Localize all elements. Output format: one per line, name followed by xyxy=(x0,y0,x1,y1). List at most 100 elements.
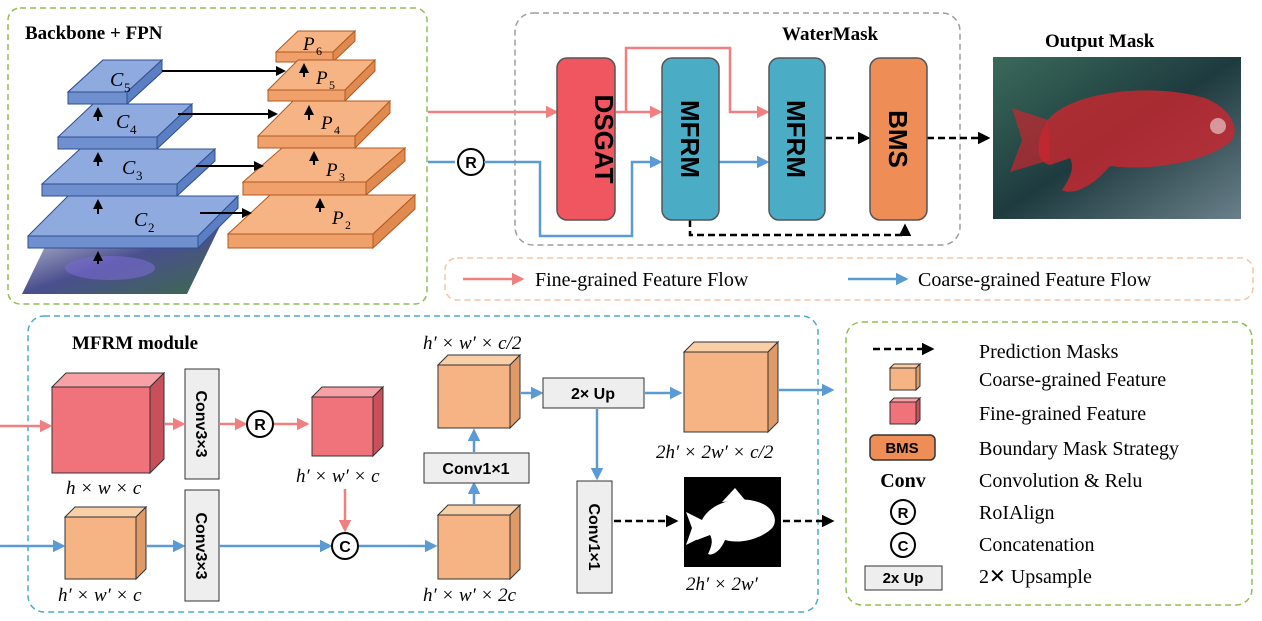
legend-bms-label: Boundary Mask Strategy xyxy=(979,438,1179,460)
lateral-arrows xyxy=(162,66,286,218)
legend-conv-word: Conv xyxy=(880,470,926,492)
half-cube xyxy=(436,353,522,430)
mfrm-module-panel: MFRM module h × w × c Conv3×3 R h′ × w′ … xyxy=(0,315,835,613)
legend-bms-swatch xyxy=(869,434,936,461)
dsgat-label: DSGAT xyxy=(589,94,619,183)
p6-label: P xyxy=(302,34,315,55)
input-fish xyxy=(65,256,155,280)
c2-sub: 2 xyxy=(148,220,155,235)
concat-cube xyxy=(436,503,522,581)
c3-sub: 3 xyxy=(136,168,143,183)
fine-skip-to-mfrm2 xyxy=(624,46,770,119)
legend-concat-label: Concatenation xyxy=(979,534,1095,556)
c-symbol: C xyxy=(339,539,351,556)
flow-legend: Fine-grained Feature Flow Coarse-grained… xyxy=(444,257,1254,301)
legend-roialign-label: RoIAlign xyxy=(979,502,1055,524)
legend-bms-box-label: BMS xyxy=(885,440,918,457)
p2-label: P xyxy=(331,208,344,229)
dim-up: 2h′ × 2w′ × c/2 xyxy=(656,442,774,463)
output-title: Output Mask xyxy=(1045,31,1155,52)
c2-label: C xyxy=(134,209,148,231)
coarse-cube-left xyxy=(63,505,148,581)
c3-label: C xyxy=(122,157,136,179)
legend-c-symbol: C xyxy=(898,538,909,555)
p3-label: P xyxy=(325,160,338,181)
dim-mask: 2h′ × 2w′ xyxy=(686,574,759,595)
output-panel: Output Mask xyxy=(993,31,1241,219)
mfrm1-block: MFRM xyxy=(661,57,720,221)
p2-layer: P 2 xyxy=(226,193,417,250)
legend-coarse-label: Coarse-grained Feature xyxy=(979,369,1166,391)
p4-label: P xyxy=(320,113,333,134)
conv3x3-top-label: Conv3×3 xyxy=(192,390,209,457)
p-up-arrows xyxy=(299,63,325,212)
backbone-title: Backbone + FPN xyxy=(25,23,163,44)
coarse-flow-label: Coarse-grained Feature Flow xyxy=(918,269,1152,291)
c5-sub: 5 xyxy=(124,80,131,95)
legend-conv-label: Convolution & Relu xyxy=(979,470,1142,492)
c3-layer: C 3 xyxy=(40,147,217,198)
coarse-flow-to-mfrm1 xyxy=(484,155,663,238)
mask-mfrm1-to-bms xyxy=(688,220,912,237)
conv1x1-right-label: Conv1×1 xyxy=(585,503,602,570)
legend-c-circle xyxy=(890,532,916,558)
p4-layer: P 4 xyxy=(256,99,392,150)
up-block: 2× Up xyxy=(542,377,645,409)
c2-layer: C 2 xyxy=(26,194,240,250)
watermask-title: WaterMask xyxy=(782,24,878,45)
dim-coarse-left: h′ × w′ × c xyxy=(58,585,142,606)
c4-sub: 4 xyxy=(130,122,137,137)
p5-sub: 5 xyxy=(329,78,335,92)
p4-sub: 4 xyxy=(334,123,340,137)
fine-cube-large xyxy=(50,371,166,475)
up-label: 2× Up xyxy=(571,386,615,403)
p2-sub: 2 xyxy=(345,218,351,232)
r-circle xyxy=(246,410,274,438)
dim-half: h′ × w′ × c/2 xyxy=(423,333,522,354)
legend-up-label: 2✕ Upsample xyxy=(979,566,1092,588)
c4-label: C xyxy=(116,111,130,133)
c5-layer: C 5 xyxy=(66,58,164,106)
mask-image xyxy=(684,477,781,567)
legend-pred-label: Prediction Masks xyxy=(979,341,1119,363)
conv3x3-bottom-label: Conv3×3 xyxy=(192,512,209,579)
watermask-panel: WaterMask R DSGAT MFRM MFRM BMS xyxy=(428,12,991,246)
dim-2c: h′ × w′ × 2c xyxy=(423,585,517,606)
p5-label: P xyxy=(315,68,328,89)
symbol-legend: Prediction Masks Coarse-grained Feature … xyxy=(845,321,1253,606)
legend-fine-swatch xyxy=(888,396,922,426)
dim-hwc: h × w × c xyxy=(66,478,142,499)
fine-cube-small xyxy=(310,385,385,458)
dim-fine-small: h′ × w′ × c xyxy=(296,466,380,487)
p3-layer: P 3 xyxy=(241,146,407,197)
legend-fine-label: Fine-grained Feature xyxy=(979,403,1146,425)
fine-flow-label: Fine-grained Feature Flow xyxy=(535,269,749,291)
legend-coarse-swatch xyxy=(888,362,922,392)
p5-layer: P 5 xyxy=(266,58,377,103)
legend-r-symbol: R xyxy=(898,505,909,522)
c5-label: C xyxy=(110,69,124,91)
mfrm1-label: MFRM xyxy=(675,100,705,178)
bms-block: BMS xyxy=(869,57,928,221)
mfrm2-label: MFRM xyxy=(781,100,811,178)
upsampled-cube xyxy=(682,340,780,434)
conv1x1-right: Conv1×1 xyxy=(576,480,613,594)
legend-up-box-label: 2x Up xyxy=(883,570,924,587)
p6-sub: 6 xyxy=(316,44,322,58)
roialign-symbol: R xyxy=(465,155,477,172)
bms-label: BMS xyxy=(883,110,913,168)
legend-r-circle xyxy=(890,499,916,525)
p6-layer: P 6 xyxy=(274,29,357,64)
conv3x3-top: Conv3×3 xyxy=(184,368,220,480)
output-fish-eye xyxy=(1210,118,1226,134)
c4-layer: C 4 xyxy=(56,102,194,151)
conv1x1-mid-label: Conv1×1 xyxy=(442,461,509,478)
conv3x3-bottom: Conv3×3 xyxy=(184,489,220,602)
dsgat-block: DSGAT xyxy=(556,57,619,221)
output-fish-tail xyxy=(1010,108,1050,172)
r-symbol: R xyxy=(254,417,266,434)
conv1x1-mid: Conv1×1 xyxy=(423,452,530,484)
mfrm-module-title: MFRM module xyxy=(72,333,198,354)
backbone-fpn-panel: Backbone + FPN C 5 C 4 C 3 xyxy=(7,7,428,305)
